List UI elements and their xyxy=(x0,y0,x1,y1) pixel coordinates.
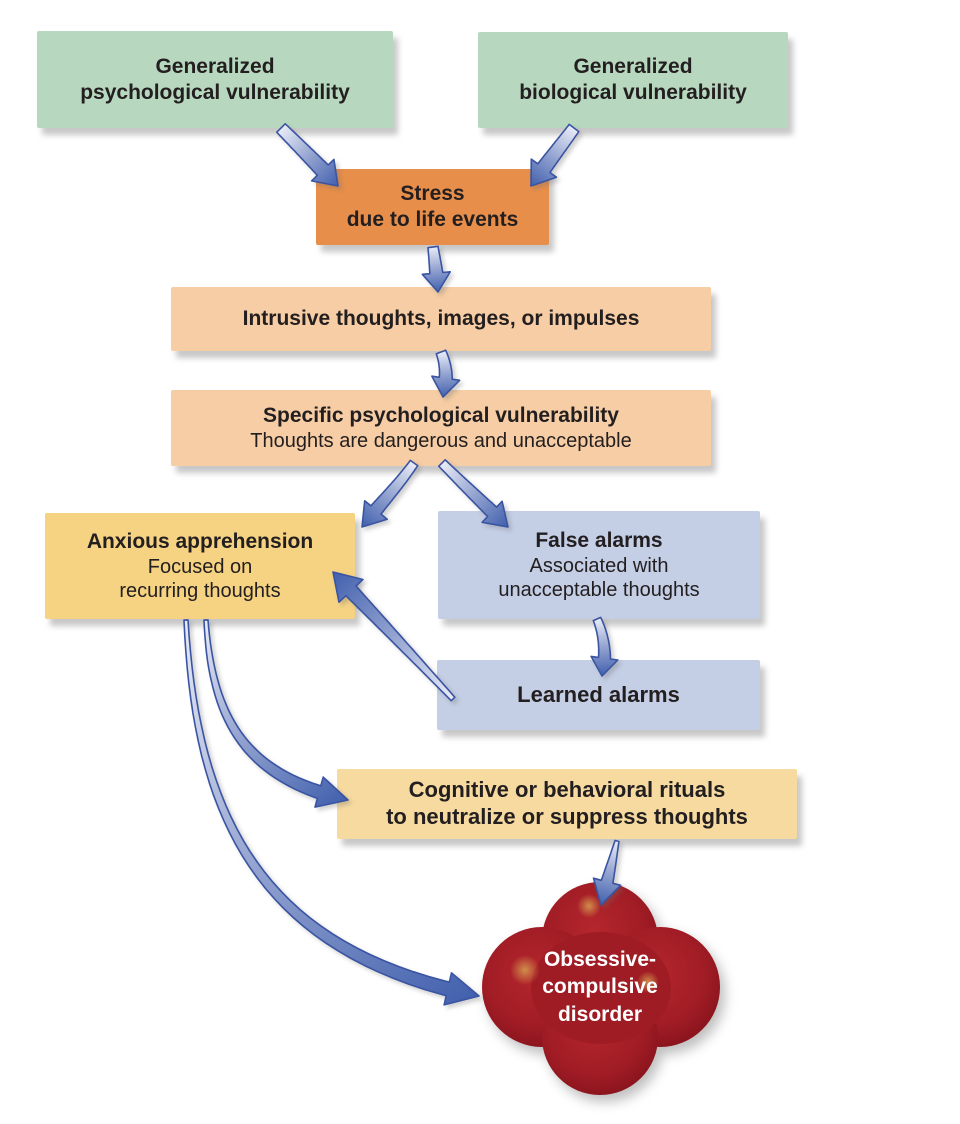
node-obsessive-compulsive-disorder: Obsessive- compulsive disorder xyxy=(500,946,700,1028)
node-text-line: Obsessive- xyxy=(543,948,657,971)
node-learned-alarms: Learned alarms xyxy=(437,660,760,730)
node-text-line: False alarms xyxy=(535,529,663,553)
node-text-line: unacceptable thoughts xyxy=(498,578,700,601)
node-text-line: Learned alarms xyxy=(517,681,680,707)
node-cognitive-behavioral-rituals: Cognitive or behavioral rituals to neutr… xyxy=(337,769,797,839)
node-text-line: compulsive xyxy=(542,975,658,999)
node-text-line: Specific psychological vulnerability xyxy=(263,404,619,428)
node-generalized-psychological-vulnerability: Generalized psychological vulnerability xyxy=(37,31,393,128)
node-text-line: due to life events xyxy=(346,208,519,231)
node-text-line: Intrusive thoughts, images, or impulses xyxy=(242,307,640,331)
node-text-line: Focused on xyxy=(147,555,253,578)
node-text-line: psychological vulnerability xyxy=(80,80,350,104)
node-false-alarms: False alarms Associated with unacceptabl… xyxy=(438,511,760,619)
node-text-line: Cognitive or behavioral rituals xyxy=(408,777,726,803)
node-text-line: recurring thoughts xyxy=(119,579,281,602)
node-text-line: to neutralize or suppress thoughts xyxy=(386,804,748,829)
node-text-line: Stress xyxy=(400,182,465,206)
node-text-line: Associated with xyxy=(529,554,669,577)
node-specific-psychological-vulnerability: Specific psychological vulnerability Tho… xyxy=(171,390,711,466)
node-stress-due-to-life-events: Stress due to life events xyxy=(316,169,549,245)
arrow-rituals-to-ocd xyxy=(592,839,622,906)
node-generalized-biological-vulnerability: Generalized biological vulnerability xyxy=(478,32,788,128)
node-text-line: biological vulnerability xyxy=(519,81,747,104)
node-anxious-apprehension: Anxious apprehension Focused on recurrin… xyxy=(45,513,355,619)
arrow-stress-to-intrusive xyxy=(421,245,451,293)
ocd-highlight-spot xyxy=(577,894,601,918)
node-text-line: Generalized xyxy=(155,54,275,78)
arrow-specific-to-anxious xyxy=(361,459,419,528)
node-text-line: Anxious apprehension xyxy=(86,530,314,554)
node-intrusive-thoughts-images-impulses: Intrusive thoughts, images, or impulses xyxy=(171,287,711,351)
node-text-line: disorder xyxy=(557,1002,643,1026)
node-text-line: Generalized xyxy=(573,55,693,79)
arrow-anxious-to-rituals xyxy=(203,619,349,808)
node-text-line: Thoughts are dangerous and unacceptable xyxy=(250,429,632,452)
